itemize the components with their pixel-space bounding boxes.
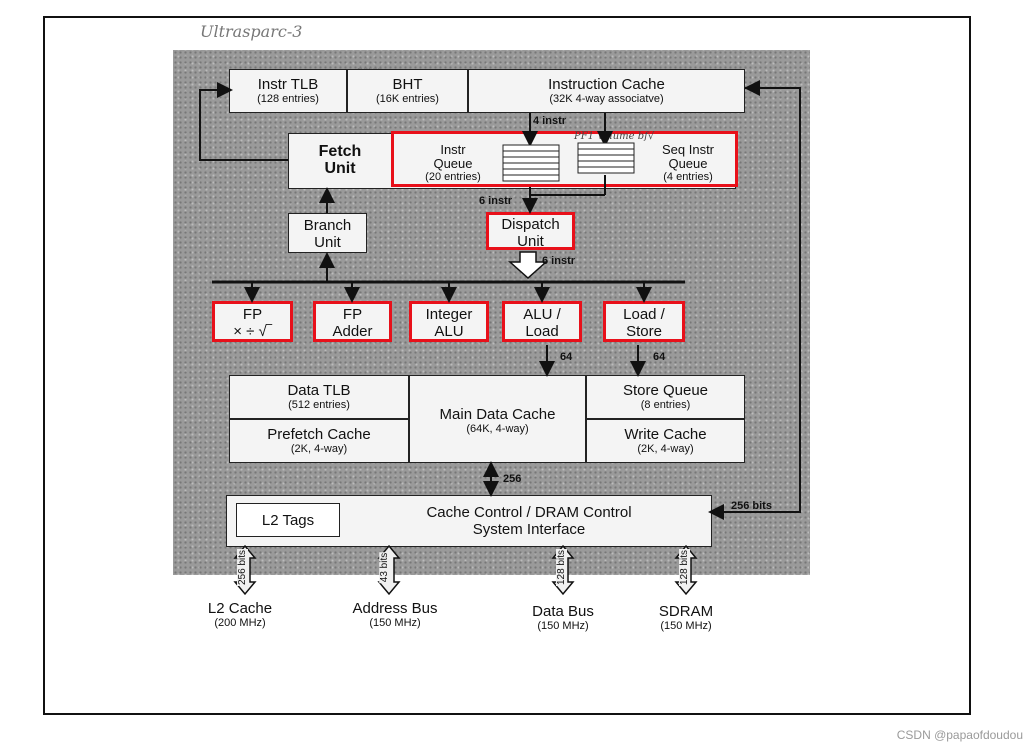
bus-256-label: 256 <box>503 473 522 485</box>
interface-loop-arrow <box>708 87 801 520</box>
integer-alu-title2: ALU <box>434 323 464 340</box>
fetch-unit-block: Fetch Unit <box>290 135 390 187</box>
alu-load-title2: Load <box>525 323 559 340</box>
seq-queue-label: Seq Instr Queue (4 entries) <box>643 142 733 184</box>
store-queue-sub: (8 entries) <box>640 399 691 411</box>
branch-unit-title2: Unit <box>314 234 341 251</box>
cache-control-title: Cache Control / DRAM Control <box>426 504 632 521</box>
sdram-bits-label: 128 bits <box>679 548 691 587</box>
fp-adder-title: FP <box>342 306 363 323</box>
seq-queue-title: Seq Instr <box>661 142 715 157</box>
instruction-cache-block: Instruction Cache (32K 4-way associatve) <box>468 69 745 113</box>
watermark: CSDN @papaofdoudou <box>896 728 1023 742</box>
bht-sub: (16K entries) <box>376 93 439 105</box>
address-bus-title: Address Bus <box>352 600 438 617</box>
l2-cache-title: L2 Cache <box>207 600 273 617</box>
branch-unit-title: Branch <box>303 217 352 234</box>
l2-tags-title: L2 Tags <box>261 512 315 529</box>
store-queue-block: Store Queue (8 entries) <box>586 375 745 419</box>
instruction-cache-title: Instruction Cache <box>548 76 665 93</box>
bus-64-label-b: 64 <box>653 351 666 363</box>
six-instr-label-a: 6 instr <box>479 195 513 207</box>
load-store-unit: Load / Store <box>603 301 685 342</box>
instr-queue-sub: (20 entries) <box>425 171 481 183</box>
prefetch-cache-sub: (2K, 4-way) <box>290 443 348 455</box>
instr-queue-title: Instr <box>440 142 466 157</box>
instruction-cache-sub: (32K 4-way associatve) <box>549 93 664 105</box>
bht-block: BHT (16K entries) <box>347 69 468 113</box>
seq-queue-title2: Queue <box>668 156 708 171</box>
fetch-to-itlb-arrow <box>199 82 288 161</box>
fp-multiply-title: FP <box>242 306 263 323</box>
load-store-title2: Store <box>626 323 662 340</box>
address-bus-label: Address Bus (150 MHz) <box>330 600 460 630</box>
l2-cache-speed: (200 MHz) <box>214 617 266 629</box>
sdram-title: SDRAM <box>658 603 714 620</box>
data-bits-label: 128 bits <box>556 548 568 587</box>
main-data-cache-sub: (64K, 4-way) <box>466 423 529 435</box>
seq-queue-sub: (4 entries) <box>663 171 713 183</box>
data-bus-title: Data Bus <box>532 603 594 620</box>
prefetch-cache-block: Prefetch Cache (2K, 4-way) <box>229 419 409 463</box>
data-tlb-title: Data TLB <box>287 382 351 399</box>
alu-load-title: ALU / <box>523 306 561 323</box>
four-instr-label: 4 instr <box>533 115 567 127</box>
instr-queue-label: Instr Queue (20 entries) <box>413 142 493 184</box>
integer-alu-title: Integer <box>425 306 473 323</box>
system-interface-title: System Interface <box>472 521 586 538</box>
l2-cache-label: L2 Cache (200 MHz) <box>180 600 300 630</box>
data-tlb-block: Data TLB (512 entries) <box>229 375 409 419</box>
fetch-unit-title2: Unit <box>324 160 356 177</box>
bht-title: BHT <box>392 76 423 93</box>
l2-tags-block: L2 Tags <box>236 503 340 537</box>
fp-adder-title2: Adder <box>332 323 373 340</box>
data-bus-label: Data Bus (150 MHz) <box>503 603 623 633</box>
six-instr-label-b: 6 instr <box>542 255 576 267</box>
write-cache-sub: (2K, 4-way) <box>637 443 694 455</box>
address-bus-speed: (150 MHz) <box>369 617 421 629</box>
load-store-title: Load / <box>623 306 665 323</box>
instr-tlb-sub: (128 entries) <box>257 93 319 105</box>
sdram-speed: (150 MHz) <box>660 620 712 632</box>
fetch-unit-title: Fetch <box>318 143 362 160</box>
bus-64-label-a: 64 <box>560 351 573 363</box>
dispatch-unit-title2: Unit <box>517 233 544 250</box>
write-cache-block: Write Cache (2K, 4-way) <box>586 419 745 463</box>
write-cache-title: Write Cache <box>624 426 707 443</box>
seq-queue-grid <box>577 142 635 174</box>
data-tlb-sub: (512 entries) <box>288 399 350 411</box>
fp-multiply-title2: × ÷ √‾ <box>233 323 272 340</box>
instr-tlb-block: Instr TLB (128 entries) <box>229 69 347 113</box>
instr-tlb-title: Instr TLB <box>257 76 319 93</box>
data-bus-speed: (150 MHz) <box>537 620 589 632</box>
l2-bits-label: 256 bits <box>237 548 249 587</box>
address-bits-label: 43 bits <box>379 551 391 584</box>
prefetch-cache-title: Prefetch Cache <box>267 426 371 443</box>
bits-256-label: 256 bits <box>731 500 772 512</box>
instr-queue-highlight <box>391 131 738 187</box>
handwritten-title: Ultrasparc-3 <box>200 22 303 41</box>
sdram-label: SDRAM (150 MHz) <box>626 603 746 633</box>
dispatch-unit-block: Dispatch Unit <box>486 212 575 250</box>
handwritten-pf-note: PF1 Volume bf√ <box>574 131 655 142</box>
store-queue-title: Store Queue <box>622 382 709 399</box>
branch-unit-block: Branch Unit <box>288 213 367 253</box>
dispatch-wide-arrow <box>508 251 548 280</box>
dispatch-unit-title: Dispatch <box>501 216 560 233</box>
instr-queue-title2: Queue <box>433 156 473 171</box>
main-data-cache-title: Main Data Cache <box>439 406 556 423</box>
